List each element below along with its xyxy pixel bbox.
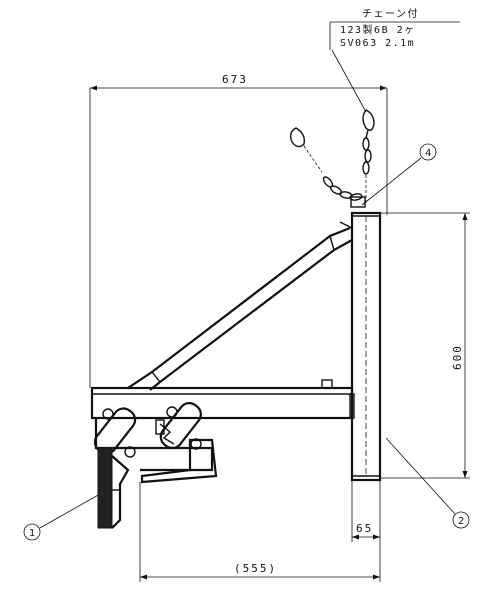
diagonal-brace [127, 221, 353, 391]
note-line-3: SV063 2.1m [340, 38, 415, 49]
dimension-width-top-label: 673 [222, 73, 248, 86]
chain-note: チェーン付 123製6B 2ヶ SV063 2.1m [329, 7, 460, 113]
dimension-post-width: 65 [351, 480, 381, 582]
part-marker-2: 2 [385, 437, 470, 529]
part-marker-1-label: 1 [29, 528, 35, 539]
dimension-height-right-label: 600 [451, 344, 464, 370]
dimension-post-width-label: 65 [356, 522, 373, 535]
part-marker-4: 4 [361, 143, 437, 206]
dimension-reach-bottom: (555) [139, 482, 380, 582]
dimension-height-right: 600 [380, 212, 470, 479]
dimension-width-top: 673 [89, 73, 388, 388]
note-line-2: 123製6B 2ヶ [340, 23, 416, 36]
horizontal-arm [90, 379, 355, 420]
dimension-reach-bottom-label: (555) [234, 562, 277, 575]
note-line-1: チェーン付 [362, 7, 419, 20]
part-marker-2-label: 2 [458, 516, 464, 527]
vertical-post [350, 211, 382, 482]
part-marker-4-label: 4 [425, 148, 431, 159]
jaw-pad [97, 447, 130, 529]
clamp-mechanism [93, 402, 218, 484]
part-marker-1: 1 [23, 493, 101, 541]
chain-assembly [289, 109, 375, 208]
